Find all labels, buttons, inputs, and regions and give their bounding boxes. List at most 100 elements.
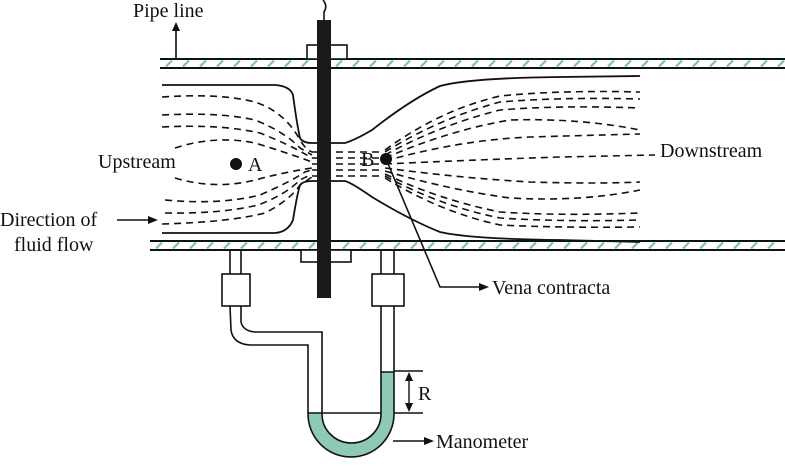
hatch-mark	[274, 241, 282, 250]
hatch-mark	[546, 241, 554, 250]
manometer-label: Manometer	[436, 431, 529, 453]
hatch-mark	[726, 59, 734, 68]
pipe-line-label: Pipe line	[133, 0, 204, 22]
hatch-mark	[614, 241, 622, 250]
hatch-mark	[692, 59, 700, 68]
hatch-mark	[199, 59, 207, 68]
hatch-mark	[539, 59, 547, 68]
right-pressure-tap	[371, 273, 405, 307]
hatch-mark	[767, 241, 775, 250]
hatch-mark	[624, 59, 632, 68]
hatch-mark	[682, 241, 690, 250]
hatch-mark	[420, 59, 428, 68]
hatch-mark	[760, 59, 768, 68]
point-a-label: A	[248, 154, 263, 176]
bottom-pipe-hatching	[155, 241, 775, 250]
bottom-pipe-wall	[150, 240, 785, 251]
hatch-mark	[733, 241, 741, 250]
hatch-mark	[488, 59, 496, 68]
hatch-mark	[716, 241, 724, 250]
direction-arrow	[117, 216, 158, 224]
stream-boundaries	[162, 75, 641, 243]
hatch-mark	[301, 59, 309, 68]
reading-dimension	[394, 370, 423, 414]
hatch-mark	[750, 241, 758, 250]
manometer-tubing	[221, 251, 405, 413]
hatch-mark	[223, 241, 231, 250]
top-pipe-wall	[160, 58, 785, 69]
hatch-mark	[699, 241, 707, 250]
point-a-marker	[230, 158, 242, 170]
hatch-mark	[522, 59, 530, 68]
hatch-mark	[410, 241, 418, 250]
hatch-mark	[743, 59, 751, 68]
hatch-mark	[267, 59, 275, 68]
hatch-mark	[335, 59, 343, 68]
orifice-plate	[317, 20, 331, 298]
hatch-mark	[495, 241, 503, 250]
hatch-mark	[580, 241, 588, 250]
hatch-mark	[590, 59, 598, 68]
hatch-mark	[233, 59, 241, 68]
hatch-mark	[172, 241, 180, 250]
hatch-mark	[216, 59, 224, 68]
direction-label-line1: Direction of	[0, 209, 98, 231]
hatch-mark	[189, 241, 197, 250]
hatch-mark	[665, 241, 673, 250]
hatch-mark	[257, 241, 265, 250]
hatch-mark	[648, 241, 656, 250]
point-b-label: B	[361, 149, 374, 171]
upstream-label: Upstream	[98, 151, 176, 173]
downstream-streamlines	[384, 90, 656, 229]
manometer-pointer	[393, 437, 434, 445]
hatch-mark	[529, 241, 537, 250]
hatch-mark	[250, 59, 258, 68]
top-pipe-hatching	[165, 59, 785, 68]
hatch-mark	[437, 59, 445, 68]
hatch-mark	[658, 59, 666, 68]
left-pressure-tap	[221, 273, 251, 307]
hatch-mark	[444, 241, 452, 250]
hatch-mark	[505, 59, 513, 68]
hatch-mark	[471, 59, 479, 68]
hatch-mark	[556, 59, 564, 68]
hatch-mark	[641, 59, 649, 68]
downstream-label: Downstream	[660, 140, 763, 162]
hatch-mark	[393, 241, 401, 250]
hatch-mark	[597, 241, 605, 250]
plate-handle	[322, 0, 327, 20]
upstream-streamlines	[161, 94, 313, 225]
hatch-mark	[403, 59, 411, 68]
hatch-mark	[352, 59, 360, 68]
hatch-mark	[512, 241, 520, 250]
hatch-mark	[284, 59, 292, 68]
pipe-line-pointer	[172, 22, 180, 59]
hatch-mark	[369, 59, 377, 68]
hatch-mark	[308, 241, 316, 250]
hatch-mark	[709, 59, 717, 68]
hatch-mark	[478, 241, 486, 250]
hatch-mark	[607, 59, 615, 68]
direction-label-line2: fluid flow	[14, 234, 94, 256]
hatch-mark	[291, 241, 299, 250]
hatch-mark	[182, 59, 190, 68]
hatch-mark	[461, 241, 469, 250]
hatch-mark	[563, 241, 571, 250]
manometer-fluid	[307, 371, 395, 458]
hatch-mark	[573, 59, 581, 68]
hatch-mark	[155, 241, 163, 250]
hatch-mark	[777, 59, 785, 68]
hatch-mark	[206, 241, 214, 250]
vena-contracta-pointer	[385, 158, 489, 291]
hatch-mark	[359, 241, 367, 250]
hatch-mark	[376, 241, 384, 250]
hatch-mark	[675, 59, 683, 68]
reading-r-label: R	[418, 383, 432, 405]
hatch-mark	[427, 241, 435, 250]
hatch-mark	[386, 59, 394, 68]
vena-contracta-label: Vena contracta	[492, 277, 610, 299]
hatch-mark	[342, 241, 350, 250]
hatch-mark	[165, 59, 173, 68]
hatch-mark	[240, 241, 248, 250]
